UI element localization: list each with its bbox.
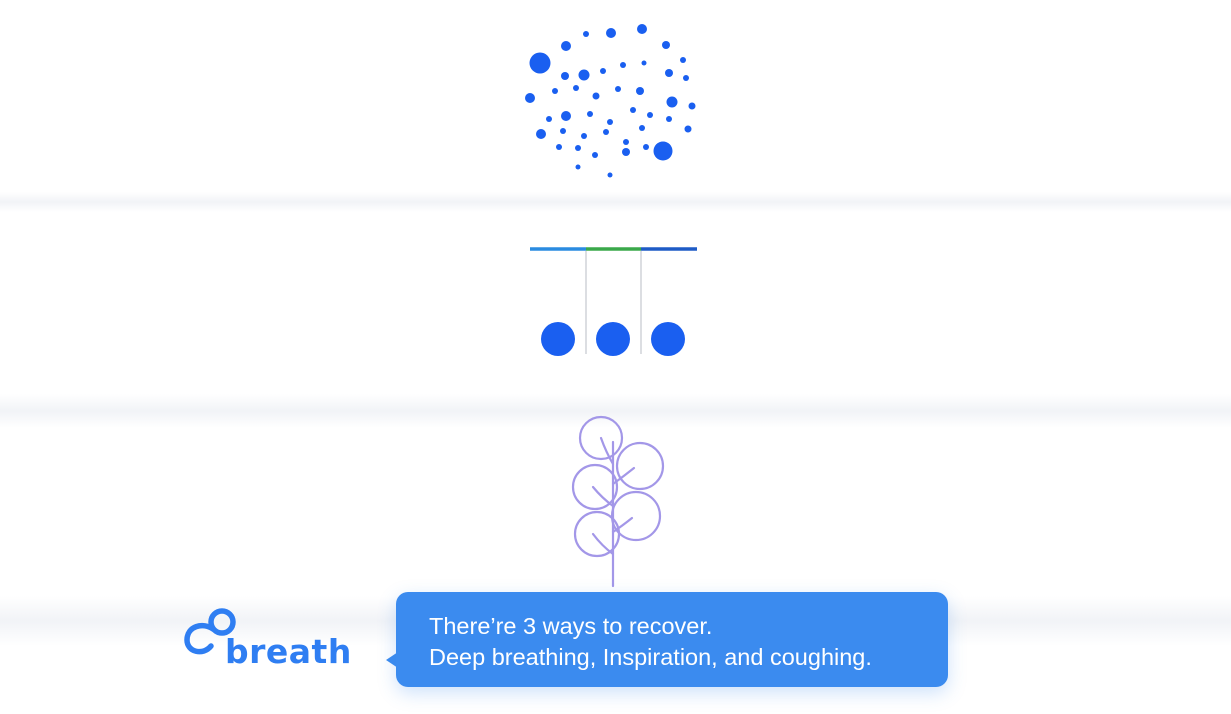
- cloud-dot: [643, 144, 649, 150]
- cloud-dot: [637, 24, 647, 34]
- cloud-dot: [636, 87, 644, 95]
- cloud-dot: [578, 69, 590, 81]
- cloud-dot: [525, 93, 535, 103]
- tree-icon: [571, 415, 665, 588]
- pendulum-balls-icon: [530, 247, 697, 356]
- cloud-dot: [560, 128, 566, 134]
- cloud-dot: [606, 28, 616, 38]
- cloud-dot: [587, 111, 593, 117]
- subtitle-line-2: Deep breathing, Inspiration, and coughin…: [429, 644, 872, 670]
- cloud-dot: [623, 139, 629, 145]
- cloud-dot: [665, 69, 673, 77]
- cloud-dot: [683, 75, 689, 81]
- pendulum-ball-1: [541, 322, 575, 356]
- cloud-dot: [561, 111, 571, 121]
- subtitle-line-1: There’re 3 ways to recover.: [429, 613, 713, 639]
- cloud-dot: [641, 60, 647, 66]
- breath-logo-mark-icon: [184, 608, 236, 655]
- cloud-dot: [546, 116, 552, 122]
- cloud-dot: [684, 125, 692, 133]
- cloud-dot: [583, 31, 589, 37]
- cloud-dot: [680, 57, 686, 63]
- cloud-dot: [603, 129, 609, 135]
- cloud-dot: [561, 72, 569, 80]
- cloud-dot: [666, 116, 672, 122]
- breath-logo: breath: [183, 606, 358, 676]
- cloud-dot: [620, 62, 626, 68]
- cloud-dot: [607, 119, 613, 125]
- pendulum-ball-2: [596, 322, 630, 356]
- cloud-dot: [529, 52, 551, 74]
- cloud-dot: [592, 92, 600, 100]
- cloud-dot: [561, 41, 571, 51]
- cloud-dot: [573, 85, 579, 91]
- cloud-dot: [600, 68, 606, 74]
- cloud-dot: [630, 107, 636, 113]
- cloud-dot: [575, 145, 581, 151]
- cloud-dot: [622, 148, 630, 156]
- cloud-dot: [575, 164, 581, 170]
- subtitle-bubble-tail: [386, 652, 398, 668]
- cloud-dot: [556, 144, 562, 150]
- subtitle-bubble: There’re 3 ways to recover. Deep breathi…: [396, 592, 948, 687]
- cloud-dot: [581, 133, 587, 139]
- cloud-dot: [666, 96, 678, 108]
- cloud-dot: [688, 102, 696, 110]
- cloud-dot: [647, 112, 653, 118]
- breath-logo-wordmark: breath: [225, 632, 352, 671]
- cloud-dot: [607, 172, 613, 178]
- section-divider-1: [0, 192, 1231, 212]
- dot-cloud-icon: [525, 24, 696, 178]
- cloud-dot: [615, 86, 621, 92]
- cloud-dot: [592, 152, 598, 158]
- cloud-dot: [639, 125, 645, 131]
- cloud-dot: [662, 41, 670, 49]
- pendulum-ball-3: [651, 322, 685, 356]
- cloud-dot: [536, 129, 546, 139]
- cloud-dot: [653, 141, 673, 161]
- cloud-dot: [552, 88, 558, 94]
